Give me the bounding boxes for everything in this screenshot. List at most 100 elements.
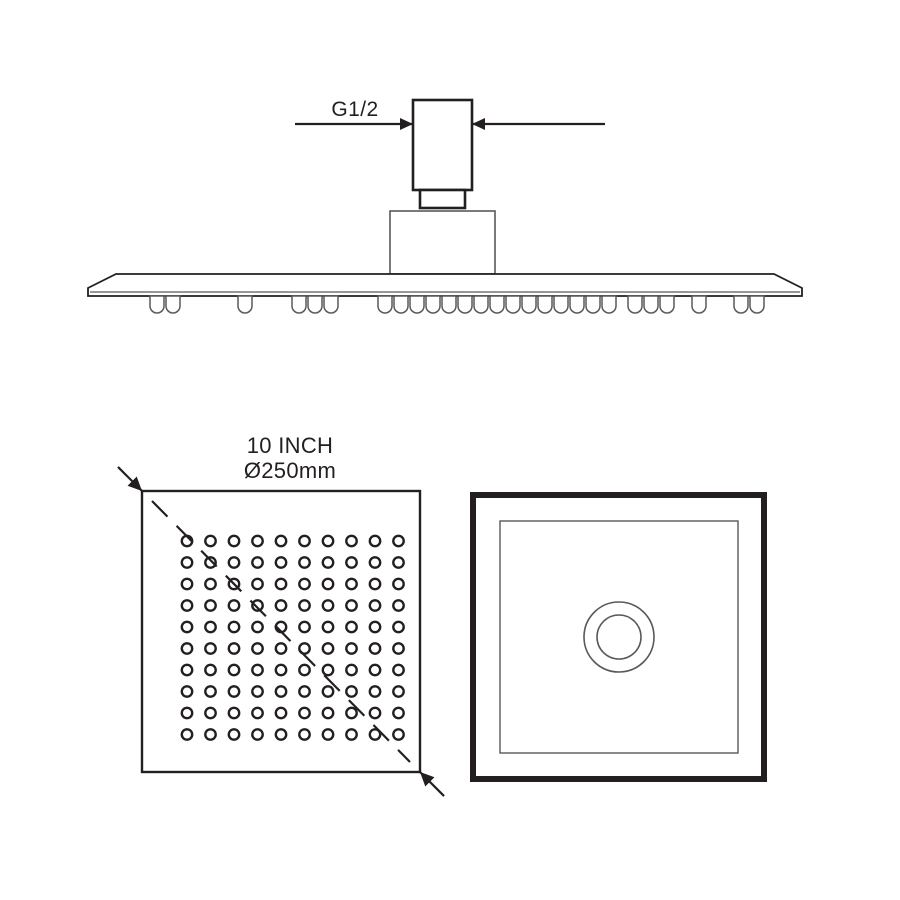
nozzle-hole bbox=[274, 728, 288, 741]
nozzle-hole bbox=[204, 577, 217, 591]
nozzle-hole bbox=[251, 663, 264, 677]
nozzle-hole bbox=[251, 642, 264, 655]
nozzle-hole bbox=[227, 534, 241, 548]
nozzle-nub bbox=[505, 295, 521, 314]
nozzle-hole bbox=[345, 534, 358, 548]
nozzle-hole bbox=[251, 556, 264, 569]
nozzle-nub-group bbox=[149, 295, 765, 314]
nozzle-hole bbox=[298, 685, 311, 698]
nozzle-hole bbox=[345, 663, 358, 677]
side-elevation-view: G1/2 bbox=[87, 98, 803, 314]
nozzle-hole-grid bbox=[180, 534, 405, 741]
diagonal-dimension-label-inch: 10 INCH bbox=[247, 433, 333, 458]
nozzle-hole bbox=[368, 642, 382, 655]
nozzle-hole bbox=[392, 599, 405, 612]
nozzle-nub bbox=[489, 295, 505, 314]
nozzle-hole bbox=[251, 620, 264, 634]
nozzle-nub bbox=[393, 295, 409, 314]
nozzle-hole bbox=[180, 706, 194, 720]
nozzle-hole bbox=[368, 663, 382, 677]
nozzle-hole bbox=[274, 534, 288, 548]
nozzle-hole bbox=[392, 663, 405, 677]
nozzle-hole bbox=[321, 642, 335, 655]
nozzle-hole bbox=[180, 663, 194, 677]
mounting-base-block bbox=[389, 210, 496, 275]
nozzle-hole bbox=[274, 663, 288, 677]
nozzle-hole bbox=[321, 706, 335, 720]
nozzle-nub bbox=[149, 295, 165, 314]
diagonal-dimension-label-mm: Ø250mm bbox=[244, 458, 336, 483]
nozzle-hole bbox=[204, 599, 217, 612]
nozzle-hole bbox=[368, 685, 382, 698]
nozzle-nub bbox=[643, 295, 659, 314]
nozzle-hole bbox=[180, 599, 194, 612]
diagonal-dimension-line bbox=[151, 500, 411, 763]
nozzle-hole bbox=[392, 534, 405, 548]
nozzle-hole bbox=[368, 620, 382, 634]
nozzle-hole bbox=[227, 599, 241, 612]
nozzle-hole bbox=[345, 599, 358, 612]
nozzle-nub bbox=[307, 295, 323, 314]
nozzle-hole bbox=[345, 706, 358, 720]
nozzle-hole bbox=[274, 706, 288, 720]
nozzle-nub bbox=[627, 295, 643, 314]
nozzle-hole bbox=[368, 534, 382, 548]
nozzle-hole bbox=[204, 728, 217, 741]
nozzle-hole bbox=[251, 599, 264, 612]
nozzle-hole bbox=[321, 620, 335, 634]
nozzle-hole bbox=[180, 685, 194, 698]
inlet-thread-label: G1/2 bbox=[331, 98, 378, 121]
nozzle-hole bbox=[204, 620, 217, 634]
face-view: 10 INCH Ø250mm bbox=[117, 433, 445, 797]
nozzle-hole bbox=[298, 620, 311, 634]
nozzle-hole bbox=[392, 728, 405, 741]
nozzle-nub bbox=[237, 295, 253, 314]
nozzle-hole bbox=[274, 556, 288, 569]
nozzle-hole bbox=[392, 620, 405, 634]
nozzle-hole bbox=[368, 599, 382, 612]
nozzle-hole bbox=[180, 620, 194, 634]
top-view bbox=[470, 492, 767, 782]
nozzle-nub bbox=[425, 295, 441, 314]
nozzle-hole bbox=[274, 685, 288, 698]
nozzle-hole bbox=[345, 620, 358, 634]
nozzle-hole bbox=[368, 577, 382, 591]
nozzle-hole bbox=[227, 728, 241, 741]
nozzle-hole bbox=[180, 556, 194, 569]
nozzle-hole bbox=[321, 685, 335, 698]
nozzle-hole bbox=[345, 556, 358, 569]
g-half-inlet-body bbox=[411, 98, 474, 192]
nozzle-hole bbox=[392, 556, 405, 569]
nozzle-hole bbox=[298, 663, 311, 677]
nozzle-hole bbox=[274, 599, 288, 612]
nozzle-hole bbox=[345, 728, 358, 741]
diagonal-arrow-bottom-right bbox=[419, 771, 445, 797]
nozzle-hole bbox=[298, 577, 311, 591]
nozzle-hole bbox=[298, 556, 311, 569]
nozzle-hole bbox=[321, 534, 335, 548]
nozzle-nub bbox=[733, 295, 749, 314]
nozzle-hole bbox=[227, 642, 241, 655]
nozzle-hole bbox=[251, 706, 264, 720]
nozzle-nub bbox=[601, 295, 617, 314]
nozzle-nub bbox=[537, 295, 553, 314]
nozzle-hole bbox=[251, 728, 264, 741]
nozzle-nub bbox=[441, 295, 457, 314]
nozzle-hole bbox=[392, 577, 405, 591]
nozzle-hole bbox=[321, 599, 335, 612]
nozzle-hole bbox=[251, 577, 264, 591]
nozzle-hole bbox=[251, 534, 264, 548]
nozzle-hole bbox=[227, 706, 241, 720]
nozzle-nub bbox=[291, 295, 307, 314]
inlet-collar bbox=[418, 188, 467, 210]
nozzle-nub bbox=[473, 295, 489, 314]
top-view-inner-square bbox=[499, 520, 739, 754]
nozzle-hole bbox=[368, 706, 382, 720]
nozzle-nub bbox=[585, 295, 601, 314]
nozzle-hole bbox=[321, 663, 335, 677]
top-view-inner-circle bbox=[596, 614, 642, 660]
nozzle-hole bbox=[345, 577, 358, 591]
nozzle-hole bbox=[251, 685, 264, 698]
